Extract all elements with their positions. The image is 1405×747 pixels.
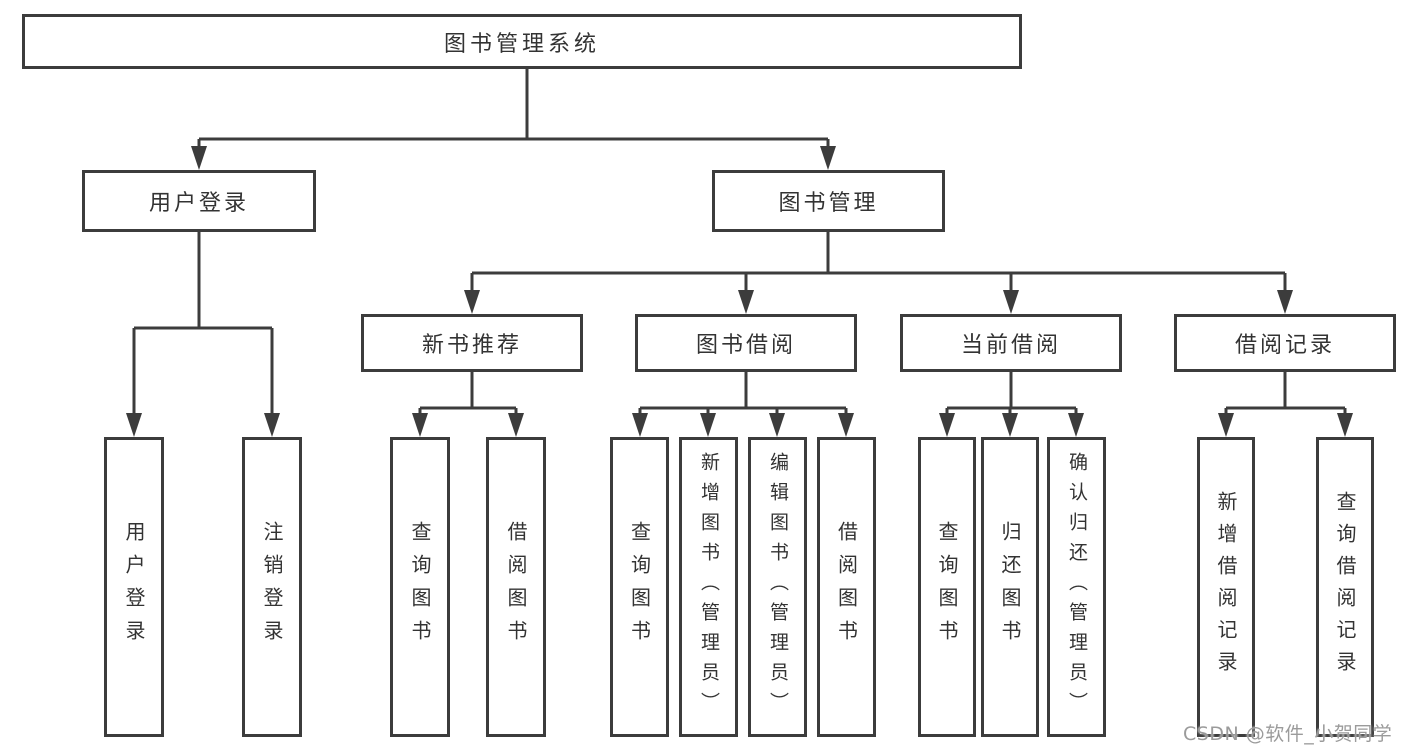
- leaf-query-books-borrow: 查询图书: [610, 437, 669, 737]
- arrow-down-icon: [1003, 290, 1019, 314]
- connector-bookmgmt-to-level3: [470, 232, 1287, 294]
- leaf-logout-label: 注销登录: [260, 521, 284, 653]
- leaf-user-login-label: 用户登录: [122, 521, 146, 653]
- leaf-confirm-return-admin-label: 确认归还（管理员）: [1066, 452, 1088, 722]
- arrow-down-icon: [939, 413, 955, 437]
- leaf-return-books: 归还图书: [981, 437, 1039, 737]
- leaf-query-books-recommend: 查询图书: [390, 437, 450, 737]
- connector-record-to-leaves: [1224, 372, 1347, 417]
- node-borrow-record: 借阅记录: [1174, 314, 1396, 372]
- leaf-edit-books-admin-label: 编辑图书（管理员）: [767, 452, 789, 722]
- arrow-down-icon: [738, 290, 754, 314]
- arrow-down-icon: [1002, 413, 1018, 437]
- arrow-down-icon: [838, 413, 854, 437]
- leaf-query-borrow-record: 查询借阅记录: [1316, 437, 1374, 737]
- arrow-down-icon: [1337, 413, 1353, 437]
- connector-borrow-to-leaves: [638, 372, 848, 417]
- connector-recommend-to-leaves: [418, 372, 518, 417]
- node-root-label: 图书管理系统: [443, 31, 600, 57]
- arrow-down-icon: [1068, 413, 1084, 437]
- node-book-borrow-label: 图书借阅: [695, 333, 796, 358]
- leaf-borrow-books-label: 借阅图书: [834, 521, 859, 653]
- leaf-add-books-admin: 新增图书（管理员）: [679, 437, 738, 737]
- node-book-management-label: 图书管理: [778, 191, 879, 216]
- connector-userlogin-to-leaves: [132, 232, 274, 417]
- leaf-logout: 注销登录: [242, 437, 302, 737]
- leaf-borrow-books-recommend-label: 借阅图书: [504, 521, 528, 653]
- node-current-borrow: 当前借阅: [900, 314, 1122, 372]
- arrow-down-icon: [191, 146, 207, 170]
- arrowheads: [126, 146, 1353, 437]
- leaf-borrow-books: 借阅图书: [817, 437, 876, 737]
- leaf-add-borrow-record: 新增借阅记录: [1197, 437, 1255, 737]
- leaf-add-borrow-record-label: 新增借阅记录: [1214, 491, 1238, 683]
- arrow-down-icon: [632, 413, 648, 437]
- leaf-edit-books-admin: 编辑图书（管理员）: [748, 437, 807, 737]
- arrow-down-icon: [412, 413, 428, 437]
- arrow-down-icon: [700, 413, 716, 437]
- arrow-down-icon: [769, 413, 785, 437]
- node-user-login: 用户登录: [82, 170, 316, 232]
- leaf-query-books-current: 查询图书: [918, 437, 976, 737]
- leaf-query-books-recommend-label: 查询图书: [408, 521, 432, 653]
- leaf-return-books-label: 归还图书: [998, 521, 1022, 653]
- arrow-down-icon: [126, 413, 142, 437]
- leaf-query-borrow-record-label: 查询借阅记录: [1333, 491, 1357, 683]
- node-new-book-recommend-label: 新书推荐: [421, 333, 522, 358]
- arrow-down-icon: [1218, 413, 1234, 437]
- leaf-query-books-borrow-label: 查询图书: [627, 521, 652, 653]
- node-borrow-record-label: 借阅记录: [1234, 333, 1335, 358]
- arrow-down-icon: [508, 413, 524, 437]
- connector-current-to-leaves: [945, 372, 1078, 417]
- node-root-system: 图书管理系统: [22, 14, 1022, 69]
- watermark: CSDN @软件_小贺同学: [1183, 723, 1393, 745]
- leaf-confirm-return-admin: 确认归还（管理员）: [1047, 437, 1106, 737]
- node-current-borrow-label: 当前借阅: [960, 333, 1061, 358]
- connector-root-to-level2: [197, 69, 830, 150]
- node-new-book-recommend: 新书推荐: [361, 314, 583, 372]
- node-user-login-label: 用户登录: [148, 191, 249, 216]
- arrow-down-icon: [264, 413, 280, 437]
- arrow-down-icon: [464, 290, 480, 314]
- node-book-management: 图书管理: [712, 170, 945, 232]
- leaf-user-login: 用户登录: [104, 437, 164, 737]
- leaf-query-books-current-label: 查询图书: [935, 521, 959, 653]
- arrow-down-icon: [820, 146, 836, 170]
- leaf-borrow-books-recommend: 借阅图书: [486, 437, 546, 737]
- leaf-add-books-admin-label: 新增图书（管理员）: [698, 452, 720, 722]
- arrow-down-icon: [1277, 290, 1293, 314]
- node-book-borrow: 图书借阅: [635, 314, 857, 372]
